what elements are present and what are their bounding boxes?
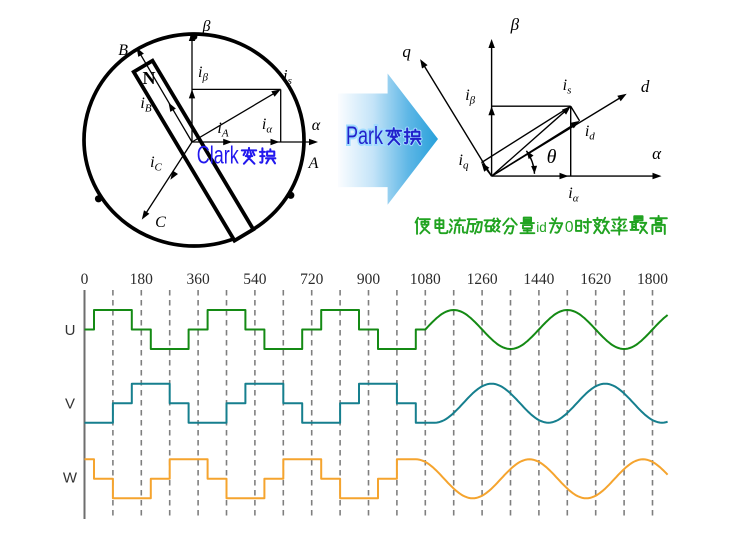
svg-text:N: N bbox=[143, 68, 156, 88]
svg-text:0: 0 bbox=[565, 219, 574, 236]
svg-text:iα: iα bbox=[262, 116, 272, 136]
svg-text:180: 180 bbox=[130, 271, 154, 288]
svg-text:1800: 1800 bbox=[637, 271, 668, 288]
svg-text:iq: iq bbox=[459, 152, 469, 172]
svg-text:α: α bbox=[312, 117, 321, 134]
svg-text:id: id bbox=[585, 123, 595, 143]
svg-text:360: 360 bbox=[186, 271, 210, 288]
svg-text:Park: Park bbox=[346, 121, 383, 150]
svg-text:540: 540 bbox=[243, 271, 267, 288]
svg-text:iB: iB bbox=[140, 95, 151, 115]
svg-text:id: id bbox=[536, 220, 547, 235]
svg-text:1440: 1440 bbox=[523, 271, 554, 288]
svg-text:iα: iα bbox=[568, 185, 578, 205]
svg-text:B: B bbox=[118, 42, 128, 59]
svg-text:α: α bbox=[652, 144, 662, 163]
svg-text:is: is bbox=[563, 77, 572, 97]
svg-text:1080: 1080 bbox=[410, 271, 441, 288]
svg-text:iβ: iβ bbox=[198, 64, 208, 84]
svg-text:U: U bbox=[65, 322, 76, 339]
svg-text:β: β bbox=[202, 18, 211, 35]
svg-text:is: is bbox=[283, 68, 292, 88]
svg-text:A: A bbox=[308, 155, 319, 172]
svg-text:β: β bbox=[510, 15, 520, 34]
svg-text:C: C bbox=[155, 214, 166, 231]
svg-text:d: d bbox=[641, 77, 650, 96]
svg-text:q: q bbox=[402, 42, 411, 61]
svg-text:900: 900 bbox=[357, 271, 381, 288]
svg-text:720: 720 bbox=[300, 271, 324, 288]
svg-text:θ: θ bbox=[547, 146, 557, 168]
svg-text:Clark: Clark bbox=[197, 141, 239, 170]
svg-text:1620: 1620 bbox=[580, 271, 611, 288]
svg-text:V: V bbox=[65, 396, 75, 413]
svg-text:iA: iA bbox=[217, 120, 228, 140]
svg-text:0: 0 bbox=[81, 271, 89, 288]
svg-text:W: W bbox=[63, 470, 78, 487]
svg-text:1260: 1260 bbox=[467, 271, 498, 288]
svg-text:iβ: iβ bbox=[465, 87, 475, 107]
